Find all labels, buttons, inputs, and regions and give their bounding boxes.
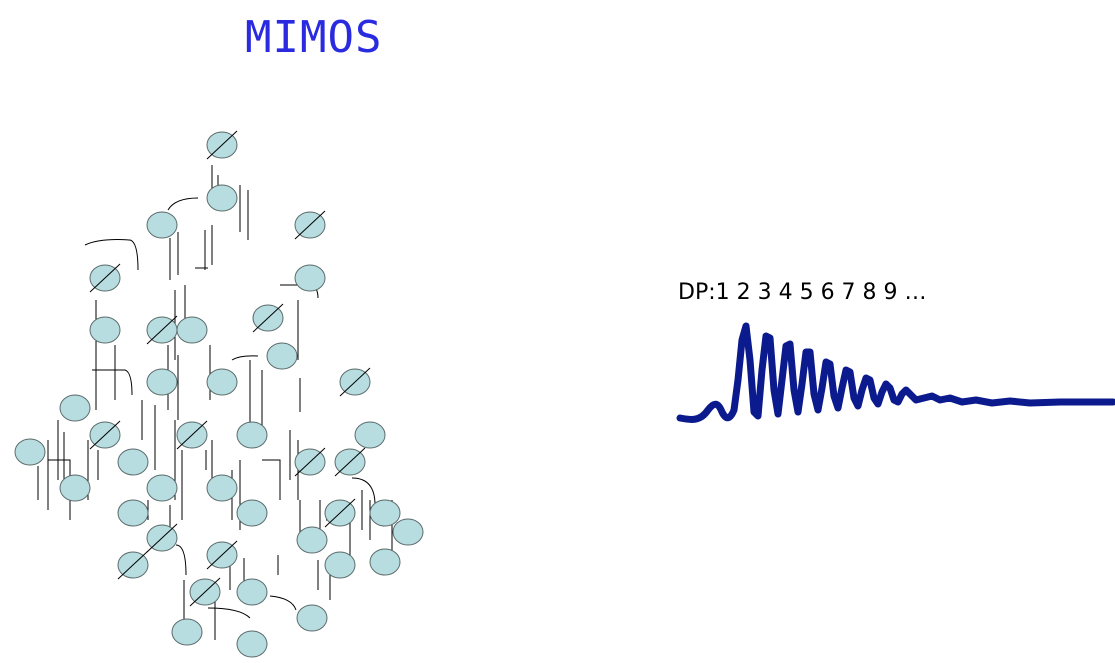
tree-link [239, 185, 249, 240]
tree-link [269, 595, 297, 611]
slashed-node-icon [146, 523, 178, 553]
tree-link [47, 420, 65, 510]
circle-node-icon [294, 264, 326, 292]
circle-node-icon [236, 421, 268, 449]
circle-node-icon [236, 499, 268, 527]
circle-node-icon [146, 211, 178, 239]
tree-link [175, 544, 187, 576]
circle-node-icon [236, 578, 268, 606]
tree-link [141, 400, 156, 470]
tree-link [317, 560, 331, 600]
tree-link [92, 300, 133, 410]
slashed-node-icon [117, 550, 149, 580]
circle-node-icon [392, 518, 424, 546]
circle-node-icon [324, 551, 356, 579]
circle-node-icon [236, 630, 268, 658]
tree-link [209, 345, 259, 400]
tree-link [289, 430, 301, 545]
dp-label: DP:1 2 3 4 5 6 7 8 9 … [678, 280, 927, 305]
circle-node-icon [369, 499, 401, 527]
circle-node-icon [206, 474, 238, 502]
tree-link [205, 440, 213, 480]
slashed-node-icon [206, 130, 238, 160]
circle-node-icon [206, 368, 238, 396]
tree-link [195, 225, 213, 269]
circle-node-icon [296, 526, 328, 554]
tree-link [361, 490, 371, 540]
circle-node-icon [176, 316, 208, 344]
circle-node-icon [354, 421, 386, 449]
circle-node-icon [117, 448, 149, 476]
slashed-node-icon [89, 263, 121, 293]
slashed-node-icon [89, 420, 121, 450]
circle-node-icon [14, 438, 46, 466]
slashed-node-icon [339, 367, 371, 397]
decay-wave-icon [676, 322, 1115, 424]
tree-link [84, 239, 139, 271]
tree-link [351, 477, 376, 506]
circle-node-icon [59, 474, 91, 502]
tree-link [169, 230, 206, 280]
slashed-node-icon [294, 210, 326, 240]
slashed-node-icon [294, 447, 326, 477]
slashed-node-icon [189, 577, 221, 607]
tree-link [167, 197, 199, 211]
circle-node-icon [171, 618, 203, 646]
slashed-node-icon [252, 303, 284, 333]
slashed-node-icon [334, 447, 366, 477]
slashed-node-icon [324, 498, 356, 528]
circle-node-icon [206, 184, 238, 212]
slashed-node-icon [146, 315, 178, 345]
circle-node-icon [266, 342, 298, 370]
tree-link [207, 600, 251, 640]
slashed-node-icon [176, 420, 208, 450]
circle-node-icon [146, 368, 178, 396]
slashed-node-icon [206, 540, 238, 570]
circle-node-icon [369, 548, 401, 576]
circle-node-icon [146, 474, 178, 502]
circle-node-icon [89, 316, 121, 344]
circle-node-icon [296, 604, 328, 632]
page-title: MIMOS [245, 12, 383, 63]
circle-node-icon [59, 394, 91, 422]
circle-node-icon [117, 499, 149, 527]
